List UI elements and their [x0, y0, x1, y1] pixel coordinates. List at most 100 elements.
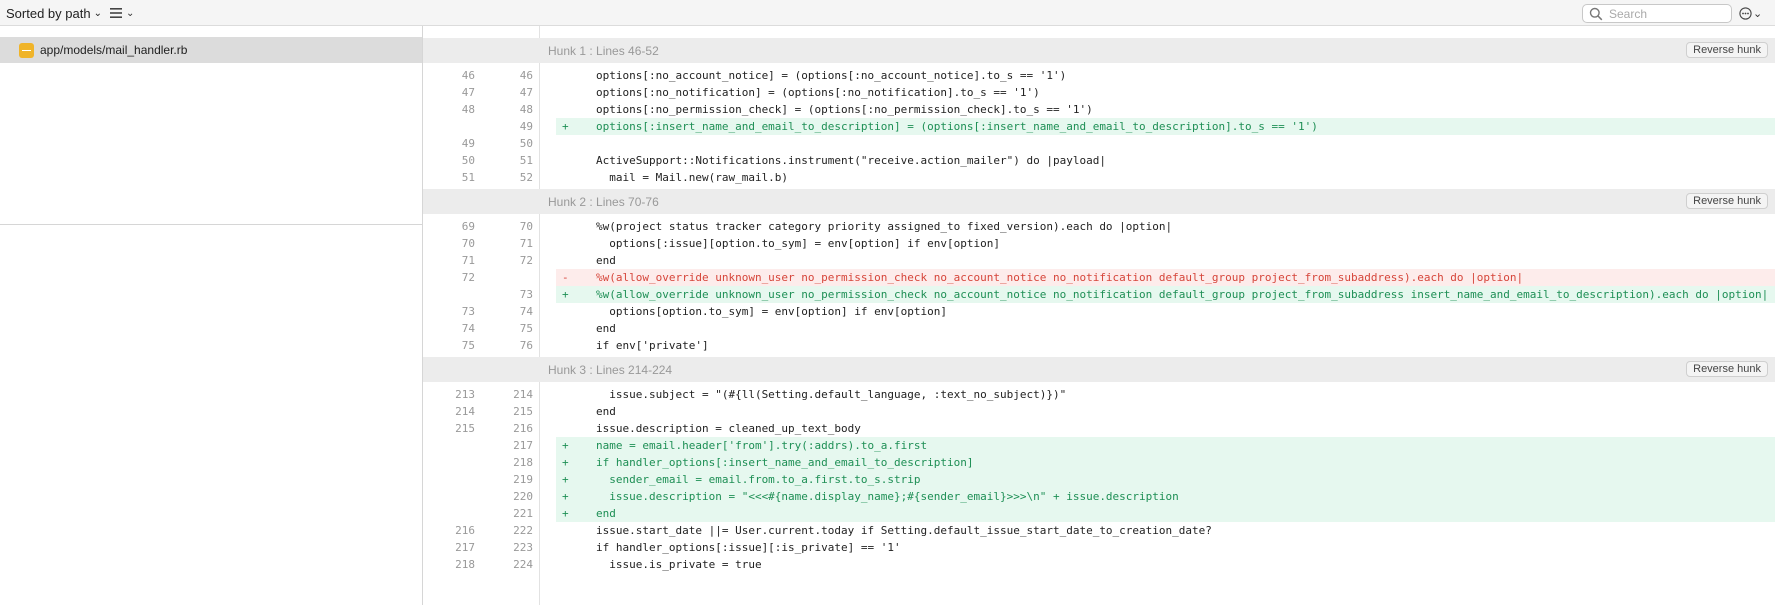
new-line-number: 222 — [513, 524, 533, 537]
old-line-number: 213 — [455, 388, 475, 401]
line-body: %w(project status tracker category prior… — [556, 218, 1775, 235]
new-line-number: 50 — [519, 137, 533, 150]
code-text: mail = Mail.new(raw_mail.b) — [596, 171, 789, 184]
code-text: %w(allow_override unknown_user no_permis… — [596, 271, 1524, 284]
new-line-number: 223 — [513, 541, 533, 554]
added-line[interactable]: 49 +options[:insert_name_and_email_to_des… — [423, 118, 1775, 135]
line-body: options[:issue][option.to_sym] = env[opt… — [556, 235, 1775, 252]
line-body: issue.description = cleaned_up_text_body — [556, 420, 1775, 437]
more-options-button[interactable]: ⌄ — [1739, 4, 1762, 22]
line-body: options[:no_notification] = (options[:no… — [556, 84, 1775, 101]
line-body: +options[:insert_name_and_email_to_descr… — [556, 118, 1775, 135]
old-line-number: 217 — [455, 541, 475, 554]
old-line-number: 216 — [455, 524, 475, 537]
search-icon — [1589, 7, 1603, 20]
context-line[interactable]: 70 71 options[:issue][option.to_sym] = en… — [423, 235, 1775, 252]
new-line-number: 218 — [513, 456, 533, 469]
old-line-number: 214 — [455, 405, 475, 418]
hunk-title: Hunk 2 : Lines 70-76 — [548, 195, 659, 209]
line-body: ActiveSupport::Notifications.instrument(… — [556, 152, 1775, 169]
hunk-title: Hunk 3 : Lines 214-224 — [548, 363, 673, 377]
new-line-number: 49 — [519, 120, 533, 133]
new-line-number: 224 — [513, 558, 533, 571]
old-line-number: 47 — [461, 86, 475, 99]
new-line-number: 70 — [519, 220, 533, 233]
sort-menu-button[interactable]: Sorted by path ⌄ — [6, 4, 102, 22]
diff-sign: + — [562, 507, 569, 520]
added-line[interactable]: 218+if handler_options[:insert_name_and_… — [423, 454, 1775, 471]
added-line[interactable]: 219+ sender_email = email.from.to_a.firs… — [423, 471, 1775, 488]
new-line-number: 47 — [519, 86, 533, 99]
code-text: options[:no_notification] = (options[:no… — [596, 86, 1040, 99]
removed-line[interactable]: 72-%w(allow_override unknown_user no_per… — [423, 269, 1775, 286]
file-list-item[interactable]: app/models/mail_handler.rb — [0, 37, 422, 63]
reverse-hunk-button[interactable]: Reverse hunk — [1686, 361, 1768, 377]
new-line-number: 220 — [513, 490, 533, 503]
code-text: name = email.header['from'].try(:addrs).… — [596, 439, 928, 452]
code-text: end — [596, 405, 616, 418]
diff-sign: + — [562, 456, 569, 469]
diff-sign: + — [562, 120, 569, 133]
code-text: issue.is_private = true — [596, 558, 762, 571]
new-line-number: 216 — [513, 422, 533, 435]
line-body: issue.is_private = true — [556, 556, 1775, 573]
new-line-number: 51 — [519, 154, 533, 167]
code-text: options[:no_permission_check] = (options… — [596, 103, 1093, 116]
hunk-header: Hunk 3 : Lines 214-224 Reverse hunk — [423, 357, 1775, 382]
diff-sign: + — [562, 439, 569, 452]
added-line[interactable]: 221 +end — [423, 505, 1775, 522]
context-line[interactable]: 217 223 if handler_options[:issue][:is_pri… — [423, 539, 1775, 556]
spacer — [423, 26, 1775, 38]
reverse-hunk-button[interactable]: Reverse hunk — [1686, 193, 1768, 209]
old-line-number: 48 — [461, 103, 475, 116]
new-line-number: 71 — [519, 237, 533, 250]
old-line-number: 75 — [461, 339, 475, 352]
toolbar: Sorted by path ⌄ ⌄ ⌄ — [0, 0, 1775, 26]
old-line-number: 74 — [461, 322, 475, 335]
added-line[interactable]: 217+name = email.header['from'].try(:add… — [423, 437, 1775, 454]
old-line-number: 70 — [461, 237, 475, 250]
new-line-number: 76 — [519, 339, 533, 352]
new-line-number: 48 — [519, 103, 533, 116]
modified-file-icon — [19, 42, 34, 58]
line-body: if handler_options[:issue][:is_private] … — [556, 539, 1775, 556]
line-body: +end — [556, 505, 1775, 522]
line-body: mail = Mail.new(raw_mail.b) — [556, 169, 1775, 186]
sidebar-divider — [0, 224, 422, 225]
code-text: sender_email = email.from.to_a.first.to_… — [596, 473, 921, 486]
diff-sign: + — [562, 288, 569, 301]
context-line[interactable]: 47 47 options[:no_notification] = (options… — [423, 84, 1775, 101]
search-input[interactable] — [1609, 6, 1724, 21]
added-line[interactable]: 73+%w(allow_override unknown_user no_per… — [423, 286, 1775, 303]
new-line-number: 73 — [519, 288, 533, 301]
code-text: if env['private'] — [596, 339, 709, 352]
reverse-hunk-button[interactable]: Reverse hunk — [1686, 42, 1768, 58]
old-line-number: 51 — [461, 171, 475, 184]
code-text: issue.description = cleaned_up_text_body — [596, 422, 861, 435]
line-body: end — [556, 252, 1775, 269]
new-line-number: 221 — [513, 507, 533, 520]
chevron-down-icon: ⌄ — [126, 7, 135, 19]
context-line[interactable]: 75 76 if env['private'] — [423, 337, 1775, 354]
search-field[interactable] — [1582, 4, 1732, 23]
view-options-button[interactable]: ⌄ — [110, 4, 134, 22]
context-line[interactable]: 48 48 options[:no_permission_check] = (opt… — [423, 101, 1775, 118]
added-line[interactable]: 220+ issue.description = "<<<#{name.disp… — [423, 488, 1775, 505]
code-text: options[option.to_sym] = env[option] if … — [596, 305, 947, 318]
line-body: options[option.to_sym] = env[option] if … — [556, 303, 1775, 320]
